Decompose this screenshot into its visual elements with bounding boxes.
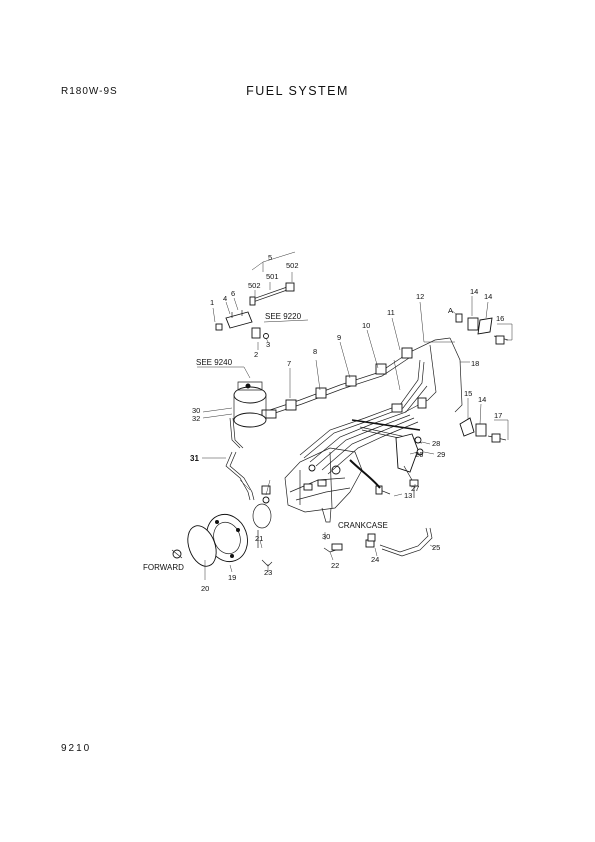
callout-30-upper: 30: [192, 406, 200, 415]
leader-lines: [197, 251, 513, 580]
callout-9: 9: [337, 333, 341, 342]
top-fittings: [215, 282, 295, 339]
callout-5: 5: [268, 253, 272, 262]
callout-7: 7: [287, 359, 291, 368]
model-code: R180W-9S: [61, 86, 118, 97]
feed-pump: [187, 503, 273, 567]
callout-11: 11: [387, 308, 395, 317]
callout-14-upper-left: 14: [470, 287, 478, 296]
callout-29: 29: [437, 450, 445, 459]
callout-502-lower: 502: [248, 281, 261, 290]
callout-A: A: [448, 306, 453, 315]
injector-rail: [261, 337, 463, 419]
callout-8: 8: [313, 347, 317, 356]
callout-17: 17: [494, 411, 502, 420]
callout-12: 12: [416, 292, 424, 301]
dark-leak-lines: [349, 419, 421, 489]
return-line-25: [365, 527, 433, 557]
callout-10: 10: [362, 321, 370, 330]
callout-2: 2: [254, 350, 258, 359]
callout-30-lower: 30: [322, 532, 330, 541]
callout-31: 31: [190, 454, 199, 463]
callout-28: 28: [432, 439, 440, 448]
callout-26: 26: [415, 450, 423, 459]
crankcase-note: CRANKCASE: [338, 521, 388, 530]
fuel-hose-31: [225, 451, 271, 504]
callout-501: 501: [266, 272, 279, 281]
see-9220-reference: SEE 9220: [265, 312, 302, 321]
callout-23: 23: [264, 568, 272, 577]
page-number: 9210: [61, 743, 92, 754]
callout-14-upper-right: 14: [484, 292, 492, 301]
page-title: FUEL SYSTEM: [246, 84, 349, 98]
callout-6: 6: [231, 289, 235, 298]
injection-pump-body: [284, 447, 363, 523]
callout-13: 13: [404, 491, 412, 500]
callout-27: 27: [411, 484, 419, 493]
see-9240-reference: SEE 9240: [196, 358, 233, 367]
callout-19: 19: [228, 573, 236, 582]
callout-15: 15: [464, 389, 472, 398]
bracket-26: [375, 433, 424, 495]
callout-14-lower: 14: [478, 395, 486, 404]
callout-18: 18: [471, 359, 479, 368]
callout-502-upper: 502: [286, 261, 299, 270]
callout-22: 22: [331, 561, 339, 570]
fuel-filter: [229, 381, 267, 449]
callout-20: 20: [201, 584, 209, 593]
callout-21: 21: [255, 534, 263, 543]
small-parts: [171, 479, 419, 559]
callout-25: 25: [432, 543, 440, 552]
callout-16: 16: [496, 314, 504, 323]
callout-1: 1: [210, 298, 214, 307]
callout-4: 4: [223, 294, 227, 303]
callout-labels: 5 502 501 502 6 4 1 SEE 9220 2 3 SEE 924…: [143, 253, 504, 593]
callout-24: 24: [371, 555, 379, 564]
forward-note: FORWARD: [143, 563, 184, 572]
callout-3: 3: [266, 340, 270, 349]
callout-32: 32: [192, 414, 200, 423]
right-fittings: [455, 313, 509, 443]
